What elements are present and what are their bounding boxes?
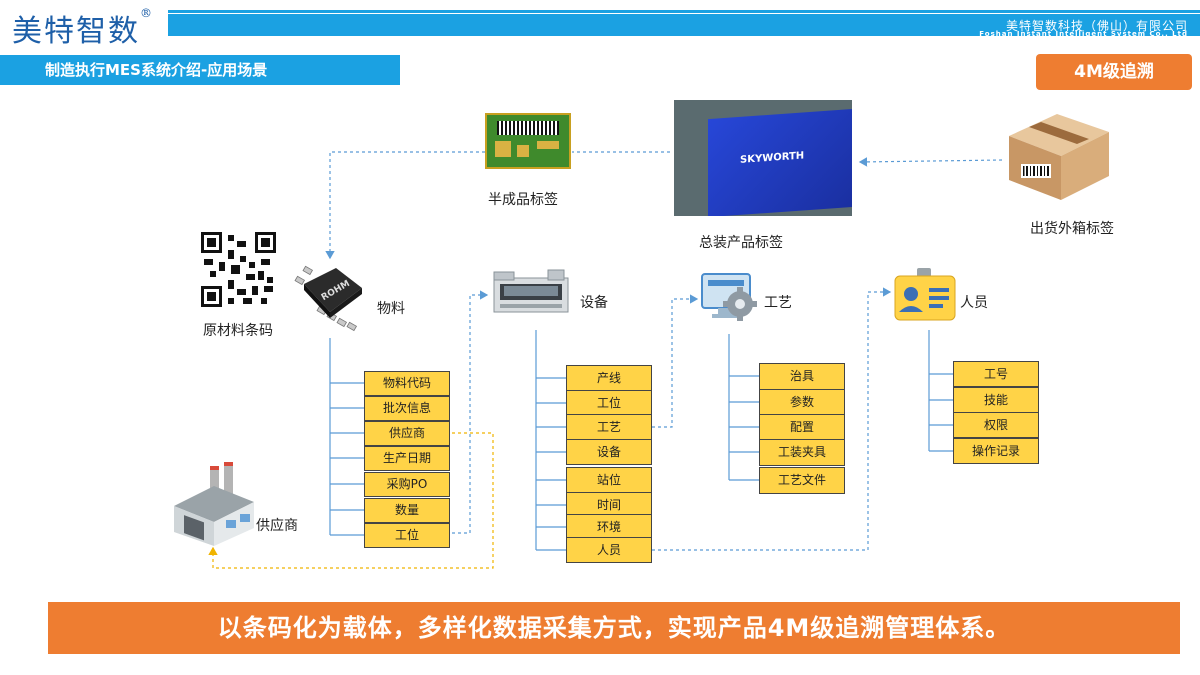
chip-icon: ROHM (290, 262, 370, 334)
process-item: 参数 (759, 389, 845, 416)
equipment-item: 产线 (566, 365, 652, 391)
equipment-node-label: 设备 (580, 292, 608, 312)
tv-screen: SKYWORTH (708, 109, 852, 216)
equipment-item: 工位 (566, 390, 652, 416)
material-item: 数量 (364, 498, 450, 523)
pcb-image (485, 113, 571, 169)
assembly-label-caption: 总装产品标签 (699, 232, 783, 252)
barcode-icon (497, 121, 559, 135)
material-item: 生产日期 (364, 446, 450, 471)
id-badge-icon (893, 266, 957, 324)
supplier-caption: 供应商 (256, 515, 298, 535)
assembly-product-photo: SKYWORTH (674, 100, 852, 216)
personnel-item: 操作记录 (953, 438, 1039, 464)
process-item: 配置 (759, 414, 845, 441)
equipment-item: 工艺 (566, 414, 652, 440)
material-item: 供应商 (364, 421, 450, 446)
material-item: 物料代码 (364, 371, 450, 396)
material-item: 工位 (364, 523, 450, 548)
equipment-machine-icon (490, 266, 572, 316)
outer-box-label-caption: 出货外箱标签 (1030, 218, 1114, 238)
summary-banner: 以条码化为载体，多样化数据采集方式，实现产品4M级追溯管理体系。 (48, 602, 1180, 654)
equipment-item: 站位 (566, 467, 652, 493)
equipment-item: 设备 (566, 439, 652, 465)
process-item: 治具 (759, 363, 845, 390)
equipment-item: 人员 (566, 537, 652, 563)
semi-label-caption: 半成品标签 (488, 189, 558, 209)
material-node-label: 物料 (377, 298, 405, 318)
raw-barcode-caption: 原材料条码 (203, 320, 273, 340)
qr-code-icon (201, 232, 276, 307)
personnel-item: 技能 (953, 387, 1039, 413)
material-item: 采购PO (364, 472, 450, 497)
process-gear-icon (700, 270, 760, 326)
personnel-item: 权限 (953, 412, 1039, 438)
material-item: 批次信息 (364, 396, 450, 421)
process-item: 工艺文件 (759, 467, 845, 494)
factory-icon (170, 462, 256, 548)
process-item: 工装夹具 (759, 439, 845, 466)
tv-brand-text: SKYWORTH (740, 150, 804, 165)
personnel-node-label: 人员 (960, 292, 988, 312)
personnel-item: 工号 (953, 361, 1039, 387)
process-node-label: 工艺 (764, 292, 792, 312)
shipping-box-icon (1003, 106, 1113, 202)
